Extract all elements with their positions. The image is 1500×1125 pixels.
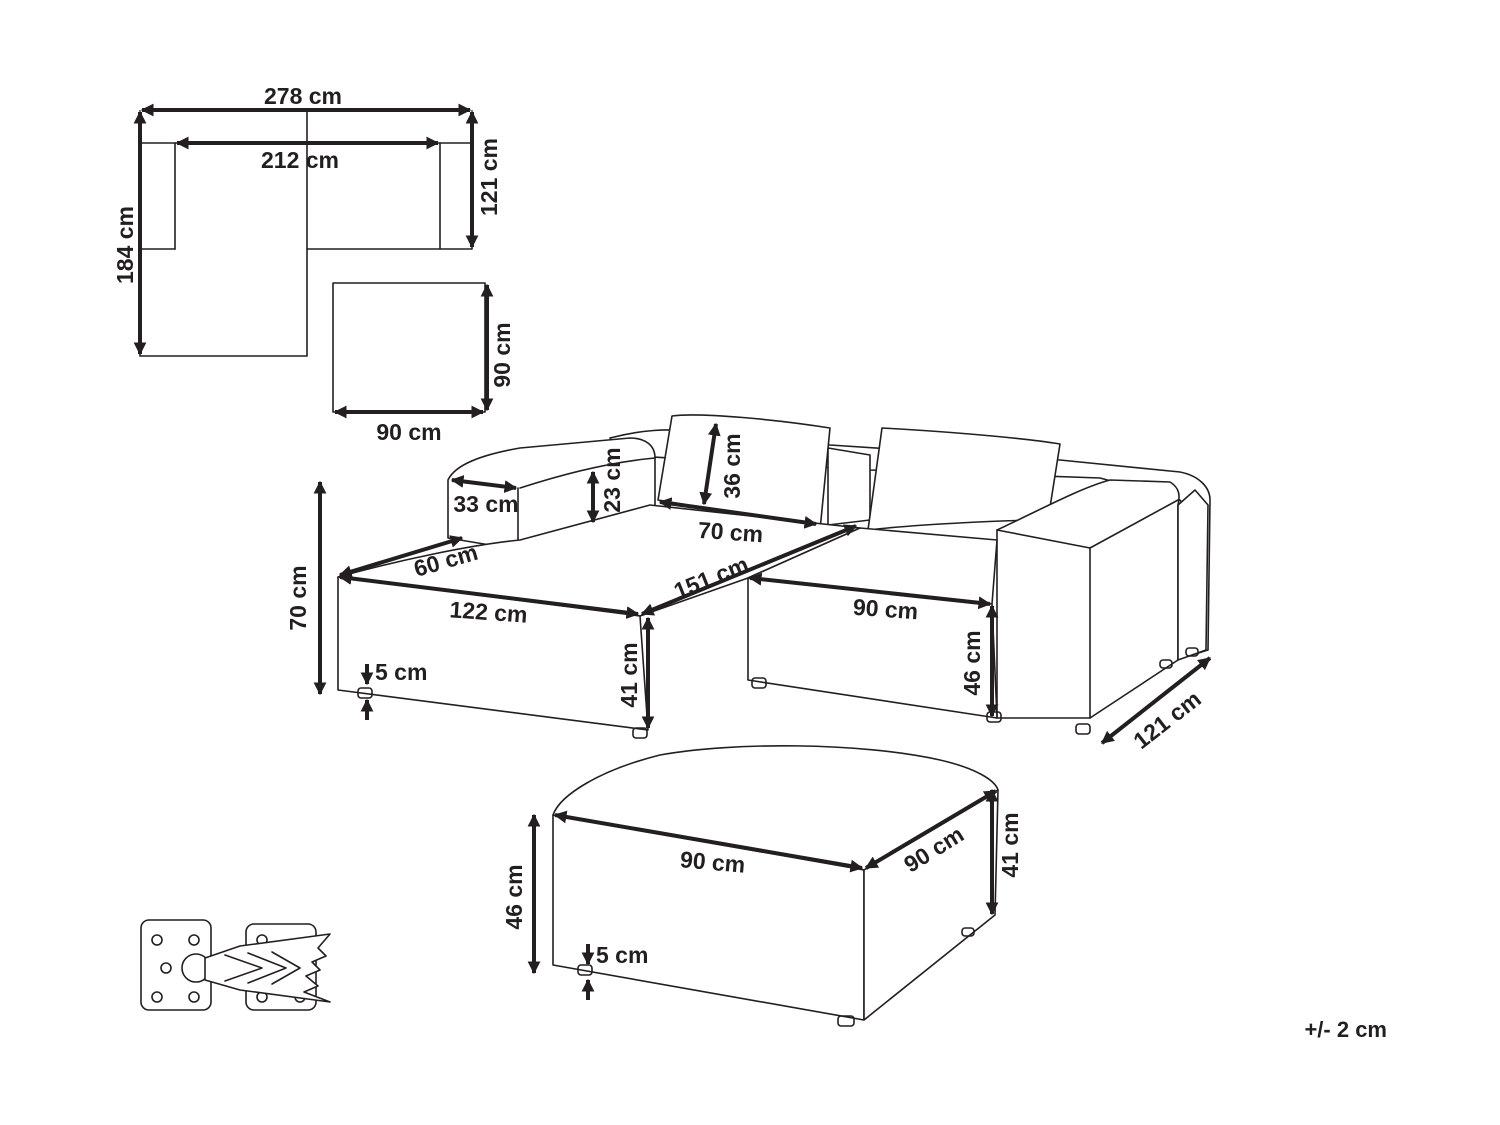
seat-height-label: 46 cm xyxy=(959,630,985,695)
chaise-width-label: 122 cm xyxy=(449,596,529,627)
seat-width-label: 90 cm xyxy=(852,594,919,624)
sofa-depth-arrow xyxy=(1100,656,1212,745)
ottoman-width-label: 90 cm xyxy=(679,846,746,878)
armrest-height-label: 23 cm xyxy=(599,447,625,512)
ottoman-drawing xyxy=(552,745,999,1027)
ottoman-depth-arrow xyxy=(864,789,998,870)
ottoman-plan-depth-label: 90 cm xyxy=(489,322,515,387)
chaise-seat-height-label: 41 cm xyxy=(616,642,642,707)
cushion-height-arrow xyxy=(699,422,721,506)
tolerance-label: +/- 2 cm xyxy=(1304,1017,1387,1042)
plan-left-depth-label: 184 cm xyxy=(112,206,138,284)
chaise-depth-arrow xyxy=(338,535,464,578)
chaise-width-arrow xyxy=(338,572,640,619)
armrest-width-label: 33 cm xyxy=(453,491,518,517)
seat-width-arrow xyxy=(748,572,992,610)
sofa-total-height-label: 70 cm xyxy=(285,565,311,630)
sofa-drawing xyxy=(337,414,1211,739)
ottoman-front-height-label: 46 cm xyxy=(501,864,527,929)
back-length-arrow xyxy=(640,524,858,616)
cushion-height-label: 36 cm xyxy=(719,433,745,498)
plan-inner-width-label: 212 cm xyxy=(261,147,339,173)
sofa-depth-label: 121 cm xyxy=(1128,685,1205,754)
ottoman-width-arrow xyxy=(553,810,864,873)
cushion-width-arrow xyxy=(658,497,818,529)
plan-overall-width-label: 278 cm xyxy=(264,83,342,109)
armrest-width-arrow xyxy=(450,475,518,493)
ottoman-leg-height-label: 5 cm xyxy=(596,942,648,968)
connector-clip-icon xyxy=(140,919,331,1011)
ottoman-plan-width-label: 90 cm xyxy=(376,419,441,445)
ottoman-back-height-label: 41 cm xyxy=(997,812,1023,877)
ottoman-plan-square xyxy=(332,282,486,413)
plan-right-depth-label: 121 cm xyxy=(476,138,502,216)
cushion-width-label: 70 cm xyxy=(697,517,764,547)
sofa-leg-height-label: 5 cm xyxy=(375,659,427,685)
